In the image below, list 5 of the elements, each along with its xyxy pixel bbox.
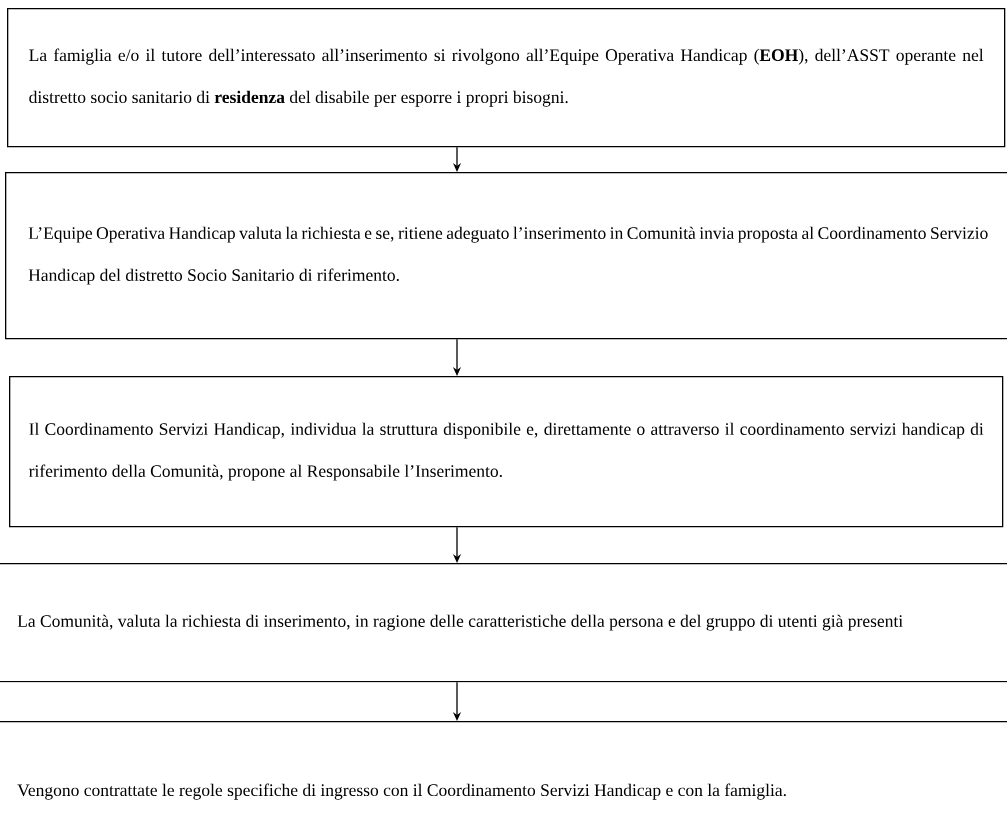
process-box: La Comunità, valuta la richiesta di inserimento, in ragione delle caratteristiche della persona e del gruppo di utenti già presenti [0, 563, 1007, 683]
process-box: Il Coordinamento Servizi Handicap, individua la struttura disponibile e, direttamente o attraverso il coordinamento servizi handicap di riferimento della Comunità, propone al Responsabile l’Inserimento. [9, 376, 1004, 528]
process-box: L’Equipe Operativa Handicap valuta la richiesta e se, ritiene adeguato l’inserimento in Comunità invia proposta al Coordinamento Servizio Handicap del distretto Socio Sanitario di riferimento. [5, 172, 1007, 340]
process-box: La famiglia e/o il tutore dell’interessato all’inserimento si rivolgono all’Equipe Operativa Handicap (EOH), dell’ASST operante nel distretto socio sanitario di residenza del disabile per esporre i propri bisogni. [7, 8, 1006, 148]
process-box: Vengono contrattate le regole specifiche di ingresso con il Coordinamento Servizi Handicap e con la famiglia. [0, 721, 1007, 834]
